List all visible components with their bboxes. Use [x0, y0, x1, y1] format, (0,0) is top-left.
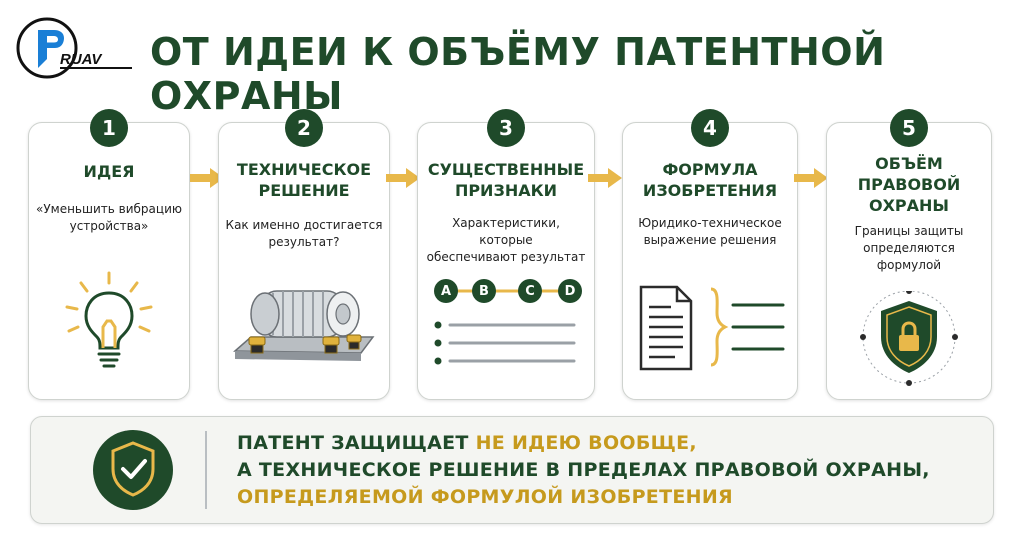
- arrow-right-icon: [190, 168, 224, 188]
- step-card-essential-features: 3 СУЩЕСТВЕННЫЕ ПРИЗНАКИ Характеристики, …: [417, 109, 595, 400]
- feature-chip: C: [518, 279, 542, 303]
- feature-chip: D: [558, 279, 582, 303]
- shield-check-icon: [93, 430, 173, 510]
- step-title: ИДЕЯ: [83, 162, 135, 181]
- logo-text: RUAV: [60, 51, 103, 68]
- step-card-technical-solution: 2 ТЕХНИЧЕСКОЕ РЕШЕНИЕ Как именно достига…: [218, 109, 390, 400]
- step-description: Границы защиты определяются формулой: [854, 224, 964, 272]
- step-description: Юридико-техническое выражение решения: [638, 216, 782, 247]
- step-description: Как именно достигается результат?: [225, 218, 383, 249]
- step-title: СУЩЕСТВЕННЫЕ ПРИЗНАКИ: [427, 160, 585, 200]
- document-icon: [639, 285, 785, 371]
- step-card-patent-claims: 4 ФОРМУЛА ИЗОБРЕТЕНИЯ Юридико-техническо…: [622, 109, 798, 400]
- step-title: ОБЪЁМ ПРАВОВОЙ ОХРАНЫ: [857, 154, 961, 215]
- arrow-right-icon: [588, 168, 622, 188]
- conclusion-banner: ПАТЕНТ ЗАЩИЩАЕТ НЕ ИДЕЮ ВООБЩЕ, А ТЕХНИЧ…: [30, 416, 994, 524]
- company-logo: RUAV: [14, 12, 138, 86]
- arrow-right-icon: [386, 168, 420, 188]
- step-number-badge: 3: [487, 109, 525, 147]
- banner-line-1: ПАТЕНТ ЗАЩИЩАЕТ НЕ ИДЕЮ ВООБЩЕ,: [237, 432, 697, 454]
- step-title: ТЕХНИЧЕСКОЕ РЕШЕНИЕ: [236, 160, 372, 200]
- motor-on-dampers-icon: [233, 290, 375, 361]
- feature-chip: A: [434, 279, 458, 303]
- shield-lock-icon: [860, 291, 958, 386]
- feature-chip: B: [472, 279, 496, 303]
- banner-line-2: А ТЕХНИЧЕСКОЕ РЕШЕНИЕ В ПРЕДЕЛАХ ПРАВОВО…: [237, 459, 930, 481]
- step-card-scope-of-protection: 5 ОБЪЁМ ПРАВОВОЙ ОХРАНЫ Границы защиты о…: [826, 109, 992, 400]
- banner-divider: [205, 431, 207, 509]
- feature-list-icon: [434, 321, 576, 365]
- step-number-badge: 4: [691, 109, 729, 147]
- step-card-idea: 1 ИДЕЯ «Уменьшить вибрацию устройства»: [28, 109, 190, 400]
- page-title: ОТ ИДЕИ К ОБЪЁМУ ПАТЕНТНОЙ ОХРАНЫ: [150, 30, 886, 118]
- step-description: «Уменьшить вибрацию устройства»: [36, 202, 182, 233]
- step-title: ФОРМУЛА ИЗОБРЕТЕНИЯ: [642, 160, 778, 200]
- step-number-badge: 2: [285, 109, 323, 147]
- step-number-badge: 5: [890, 109, 928, 147]
- step-number-badge: 1: [90, 109, 128, 147]
- step-description: Характеристики, которые обеспечивают рез…: [426, 216, 586, 264]
- lightbulb-icon: [65, 271, 153, 368]
- feature-chips: A B C D: [432, 279, 582, 303]
- arrow-right-icon: [794, 168, 828, 188]
- banner-line-3: ОПРЕДЕЛЯЕМОЙ ФОРМУЛОЙ ИЗОБРЕТЕНИЯ: [237, 486, 733, 508]
